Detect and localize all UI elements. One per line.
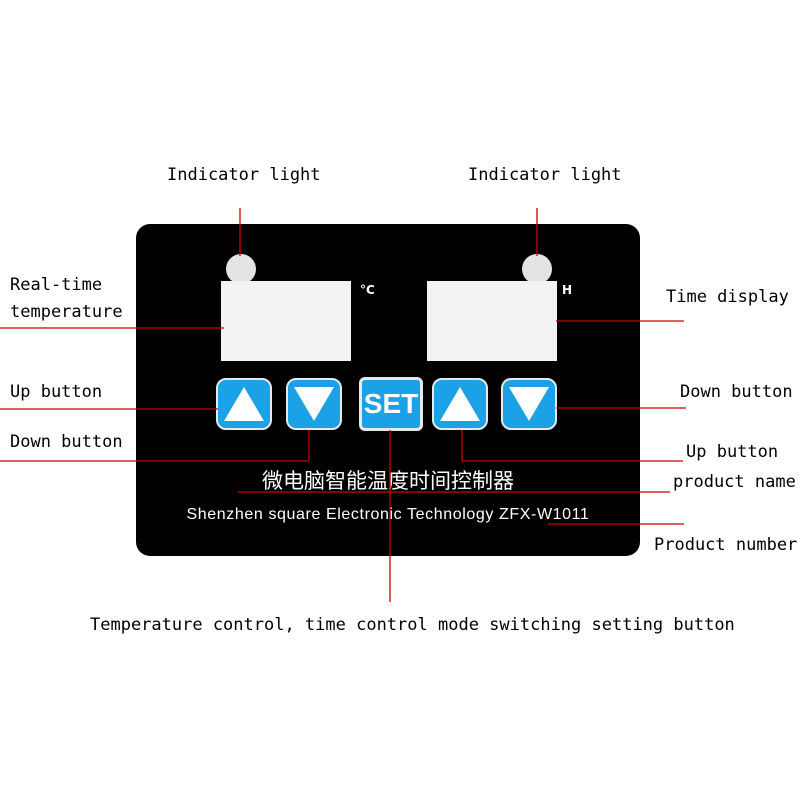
- up-arrow-icon: [224, 387, 264, 421]
- down-arrow-icon: [294, 387, 334, 421]
- temperature-down-button[interactable]: [286, 378, 342, 430]
- down-button-left-label: Down button: [10, 432, 123, 452]
- set-button[interactable]: SET: [359, 377, 423, 431]
- indicator-light-right: [522, 254, 552, 284]
- up-button-right-label: Up button: [686, 442, 779, 462]
- product-number-label: Product number: [654, 535, 798, 555]
- up-arrow-icon: [440, 387, 480, 421]
- temperature-up-button[interactable]: [216, 378, 272, 430]
- company-model-line: Shenzhen square Electronic Technology ZF…: [186, 506, 590, 523]
- realtime-temperature-label-line2: temperature: [10, 302, 123, 322]
- realtime-temperature-label-line1: Real-time: [10, 275, 103, 295]
- down-button-right-label: Down button: [680, 382, 793, 402]
- time-unit: H: [562, 283, 573, 297]
- product-chinese-name: 微电脑智能温度时间控制器: [262, 469, 514, 493]
- indicator-light-right-label: Indicator light: [468, 165, 622, 185]
- time-down-button[interactable]: [501, 378, 557, 430]
- up-button-left-label: Up button: [10, 382, 103, 402]
- time-display-label: Time display: [666, 287, 789, 307]
- product-name-label: product name: [673, 472, 796, 492]
- time-up-button[interactable]: [432, 378, 488, 430]
- indicator-light-left-label: Indicator light: [167, 165, 321, 185]
- indicator-light-left: [226, 254, 256, 284]
- time-display: [427, 281, 557, 361]
- temperature-display: [221, 281, 351, 361]
- down-arrow-icon: [509, 387, 549, 421]
- temperature-unit: °C: [360, 283, 375, 297]
- set-button-description: Temperature control, time control mode s…: [90, 615, 735, 635]
